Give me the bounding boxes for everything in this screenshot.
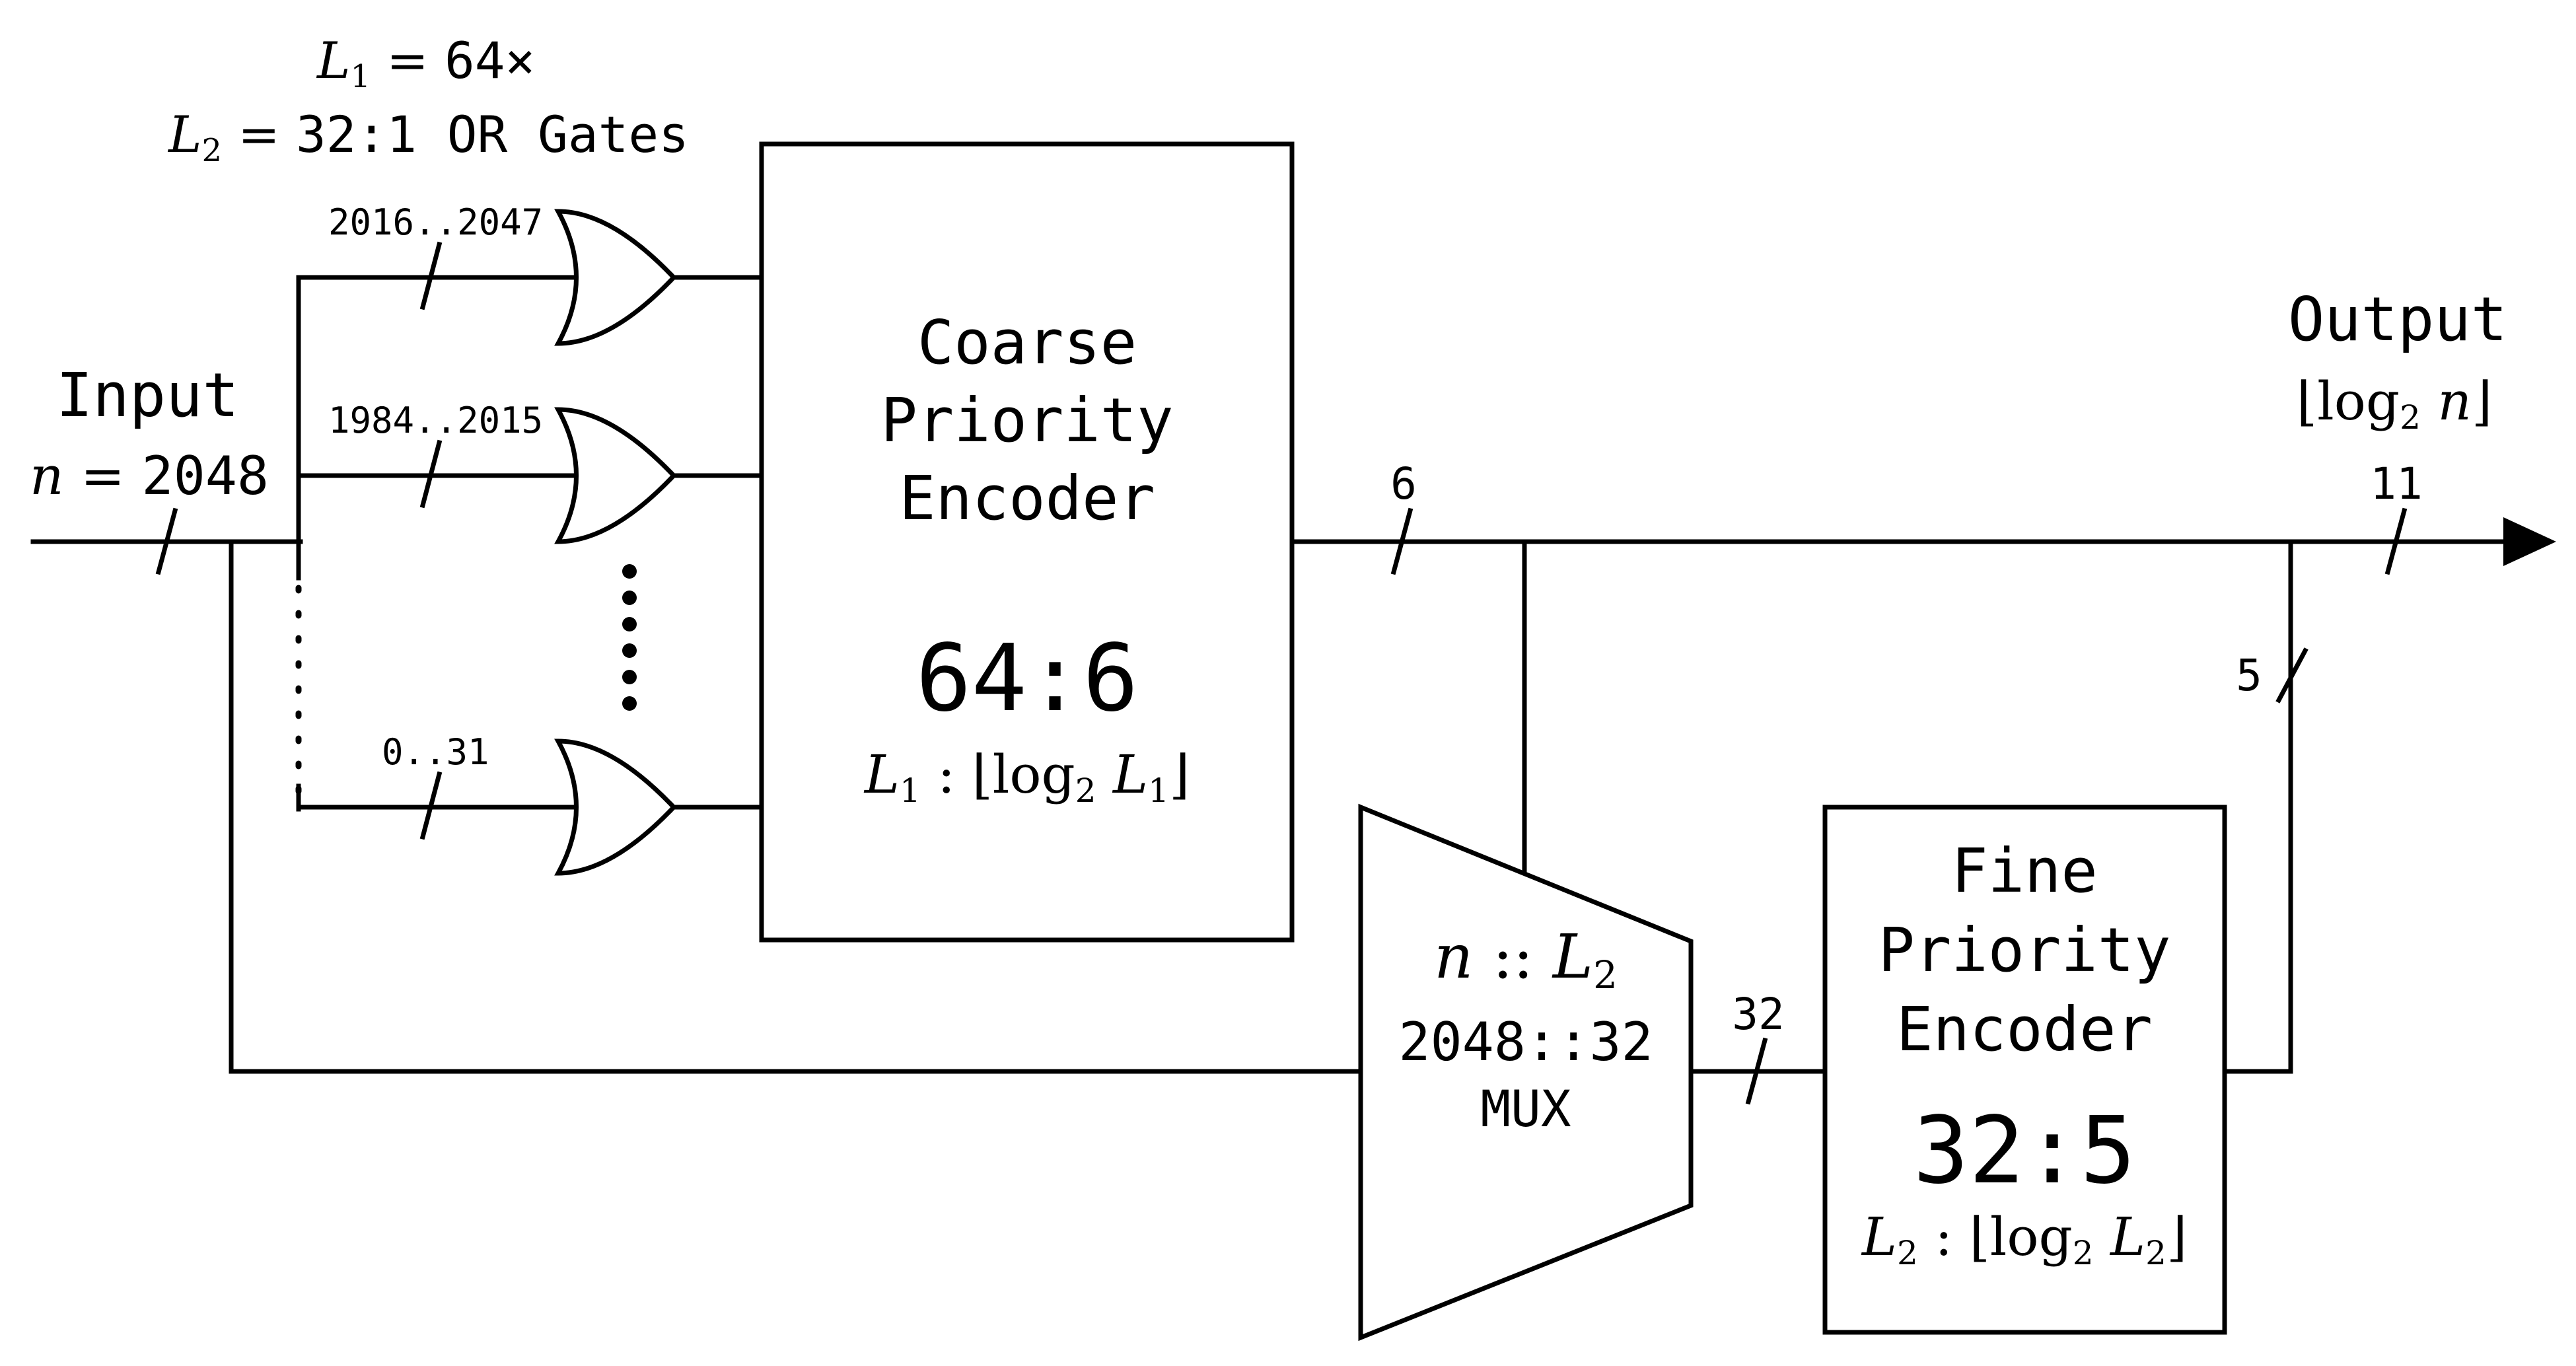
- or-gate-ellipsis: [622, 564, 637, 711]
- coarse-priority-encoder: Coarse Priority Encoder 64:6 L1 : ⌊log2 …: [759, 141, 1295, 943]
- or-gate-row-top: 2016..2047: [296, 201, 764, 343]
- or-gate-bus-slash: [419, 439, 443, 509]
- mux-label-line2: 2048::32: [1398, 1011, 1653, 1073]
- fine-encoder-formula: L2 : ⌊log2 L2⌋: [1861, 1206, 2187, 1272]
- fine-out-width: 5: [2236, 650, 2262, 701]
- mux-output-slash: [1745, 1037, 1768, 1105]
- or-gate-symbol: [558, 741, 674, 873]
- input-size: n = 2048: [30, 445, 269, 507]
- fine-out-wire: [2222, 539, 2293, 1074]
- mux-shape: [1358, 803, 1694, 1342]
- gates-header-line1: L1 = 64×: [316, 31, 535, 95]
- coarse-encoder-box: [759, 141, 1295, 943]
- or-gate-row-bottom: 0..31: [296, 731, 764, 873]
- or-gate-symbol: [558, 410, 674, 542]
- gates-header-line2: L2 = 32:1 OR Gates: [167, 105, 689, 169]
- coarse-encoder-formula: L1 : ⌊log2 L1⌋: [863, 744, 1190, 810]
- or-gate-bit-range: 0..31: [382, 731, 489, 773]
- or-gate-bit-range: 2016..2047: [328, 201, 543, 243]
- or-gate-symbol: [558, 211, 674, 343]
- mux: n :: L2 2048::32 MUX: [1358, 803, 1694, 1342]
- mux-input-wire: [229, 539, 1363, 1074]
- mux-output-width: 32: [1732, 989, 1784, 1040]
- output-formula: ⌊log2 n⌋: [2297, 371, 2492, 437]
- or-gate-bus-slash: [419, 241, 443, 310]
- fine-out-slash: [2275, 647, 2308, 703]
- coarse-encoder-ratio: 64:6: [915, 625, 1138, 733]
- output-arrowhead: [2503, 517, 2556, 566]
- input-bus-slash: [155, 507, 178, 575]
- output-bus-width: 11: [2370, 458, 2422, 509]
- coarse-encoder-label-line1: Coarse: [917, 307, 1137, 378]
- mux-label-line1: n :: L2: [1434, 921, 1618, 997]
- input-title: Input: [56, 360, 239, 431]
- fine-encoder-label-line2: Priority: [1878, 915, 2170, 986]
- coarse-encoder-label-line2: Priority: [880, 385, 1173, 456]
- fine-encoder-label-line1: Fine: [1951, 836, 2098, 906]
- mux-label-line3: MUX: [1480, 1079, 1571, 1138]
- or-gate-bus-slash: [419, 771, 443, 840]
- fine-priority-encoder: Fine Priority Encoder 32:5 L2 : ⌊log2 L2…: [1822, 805, 2227, 1335]
- or-gate-bit-range: 1984..2015: [328, 400, 543, 441]
- coarse-out-slash: [1390, 507, 1413, 575]
- coarse-encoder-label-line3: Encoder: [899, 463, 1155, 534]
- fine-encoder-box: [1822, 805, 2227, 1335]
- output-bus-slash: [2384, 507, 2408, 575]
- fine-encoder-label-line3: Encoder: [1896, 994, 2153, 1065]
- coarse-out-width: 6: [1390, 458, 1417, 509]
- output-title: Output: [2288, 284, 2507, 355]
- fine-encoder-ratio: 32:5: [1913, 1097, 2135, 1205]
- or-gate-row-second: 1984..2015: [296, 400, 764, 542]
